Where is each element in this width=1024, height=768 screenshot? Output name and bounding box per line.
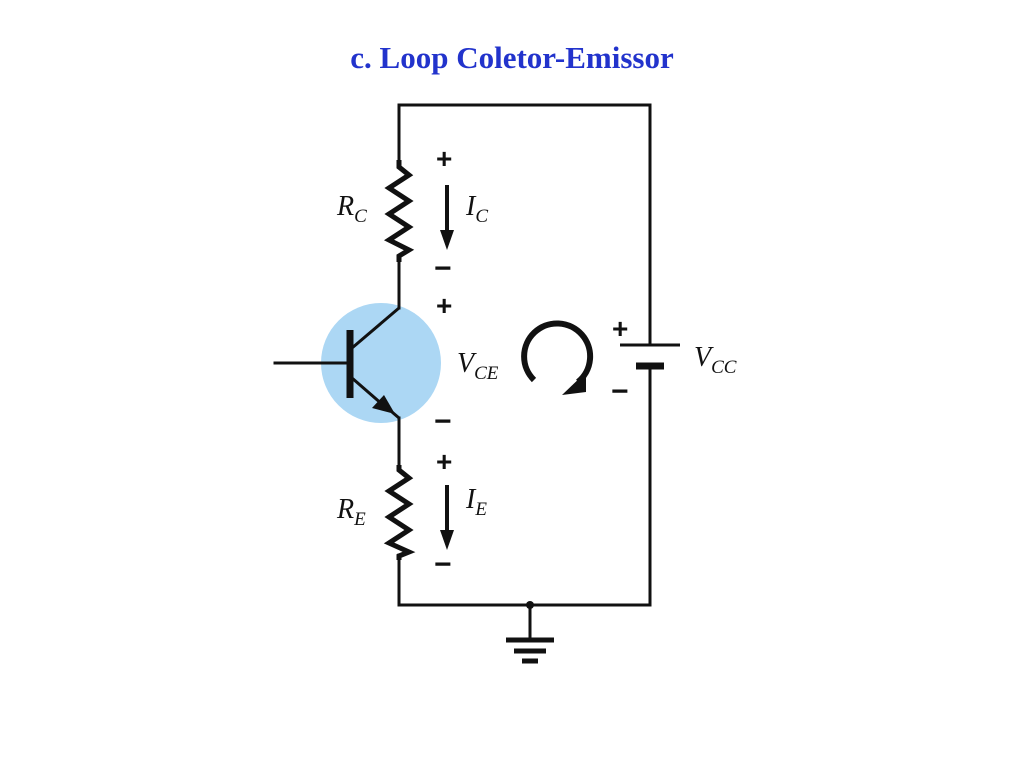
re-resistor-icon bbox=[383, 465, 416, 560]
re-minus-sign: − bbox=[434, 548, 452, 581]
vcc-minus-sign: − bbox=[611, 375, 629, 408]
vce-plus-sign: + bbox=[436, 290, 452, 321]
rc-label: RC bbox=[336, 191, 367, 227]
vce-label: VCE bbox=[457, 348, 499, 384]
ic-label: IC bbox=[465, 191, 488, 227]
vcc-label: VCC bbox=[694, 342, 737, 378]
vcc-plus-sign: + bbox=[612, 313, 628, 344]
ie-arrow-icon bbox=[440, 485, 454, 550]
rc-minus-sign: − bbox=[434, 252, 452, 285]
battery-icon bbox=[620, 343, 680, 370]
npn-transistor-icon bbox=[346, 306, 400, 420]
circuit-wires bbox=[273, 103, 652, 640]
rc-plus-sign: + bbox=[436, 143, 452, 174]
ic-arrow-icon bbox=[440, 185, 454, 250]
ground-icon bbox=[506, 601, 554, 664]
rc-resistor-icon bbox=[383, 160, 415, 262]
slide-title: c. Loop Coletor-Emissor bbox=[350, 40, 674, 75]
re-plus-sign: + bbox=[436, 446, 452, 477]
re-label: RE bbox=[336, 494, 366, 530]
vce-minus-sign: − bbox=[434, 405, 452, 438]
loop-arrow-icon bbox=[521, 320, 594, 395]
ie-label: IE bbox=[465, 484, 487, 520]
